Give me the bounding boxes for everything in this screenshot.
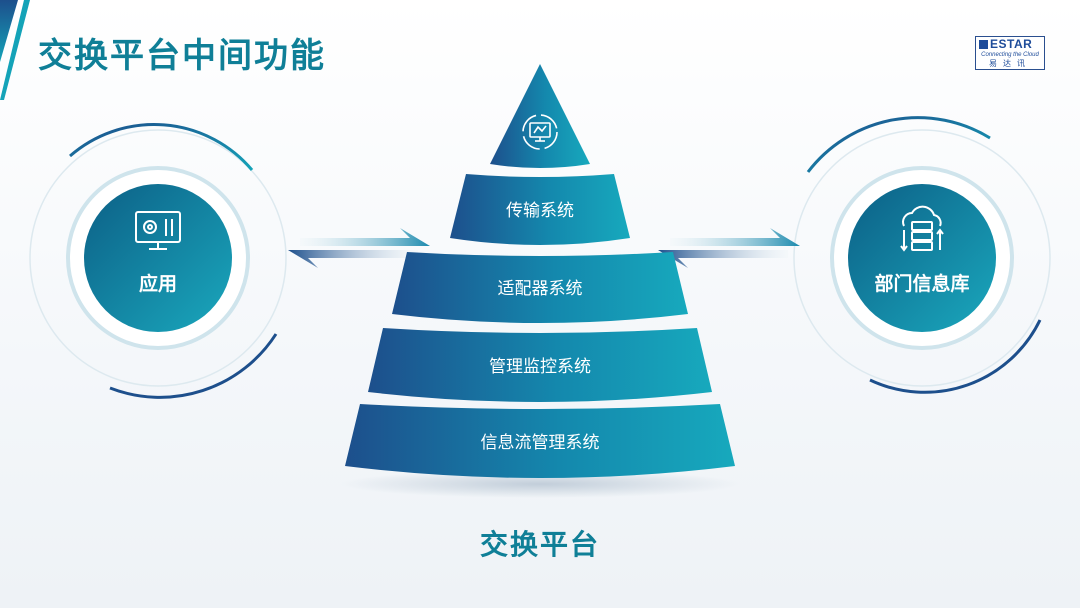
- monitor-gears-icon: [135, 211, 181, 250]
- left-arc-bottom: [109, 333, 278, 399]
- pyramid-layer-2: [392, 252, 688, 323]
- logo-chinese-name: 易达讯: [989, 59, 1031, 68]
- right-node-label: 部门信息库: [874, 272, 969, 295]
- arrow-to-platform-left: [300, 228, 430, 246]
- arrow-to-app: [288, 250, 418, 268]
- pyramid-layer-4: [345, 404, 735, 478]
- logo-mark-icon: [979, 40, 988, 49]
- logo-tagline: Connecting the Cloud: [981, 52, 1039, 58]
- left-outer-ring: [29, 129, 287, 387]
- left-node-circle: [84, 184, 232, 332]
- right-node-circle: [848, 184, 996, 332]
- right-arrows: [658, 228, 800, 268]
- platform-caption: 交换平台: [480, 528, 600, 561]
- pyramid-layer-1: [450, 174, 630, 245]
- right-arc-bottom: [869, 319, 1042, 394]
- pyramid-shadow: [340, 470, 740, 498]
- arrow-to-platform-right: [658, 250, 788, 268]
- left-node-label: 应用: [139, 272, 177, 295]
- page-title: 交换平台中间功能: [38, 36, 326, 76]
- right-outer-ring: [793, 129, 1051, 387]
- company-logo: ESTAR Connecting the Cloud 易达讯: [975, 36, 1045, 70]
- corner-stripe: [0, 0, 30, 100]
- left-arc-top: [69, 122, 254, 171]
- monitor-sync-icon: [522, 114, 558, 150]
- pyramid-apex: [490, 64, 590, 168]
- pyramid: 传输系统 适配器系统 管理监控系统 信息流管理系统: [340, 64, 740, 498]
- pyramid-layer-4-label: 信息流管理系统: [481, 433, 600, 453]
- cloud-database-icon: [900, 205, 944, 252]
- pyramid-layer-2-label: 适配器系统: [498, 279, 583, 299]
- arrow-to-database: [670, 228, 800, 246]
- pyramid-layer-1-label: 传输系统: [506, 201, 574, 221]
- right-arc-top: [806, 116, 991, 173]
- left-arrows: [288, 228, 430, 268]
- right-node-group: 部门信息库: [793, 116, 1051, 394]
- logo-brand: ESTAR: [990, 37, 1033, 51]
- left-node-group: 应用: [29, 122, 287, 399]
- pyramid-layer-3-label: 管理监控系统: [489, 357, 591, 377]
- pyramid-layer-3: [368, 328, 712, 402]
